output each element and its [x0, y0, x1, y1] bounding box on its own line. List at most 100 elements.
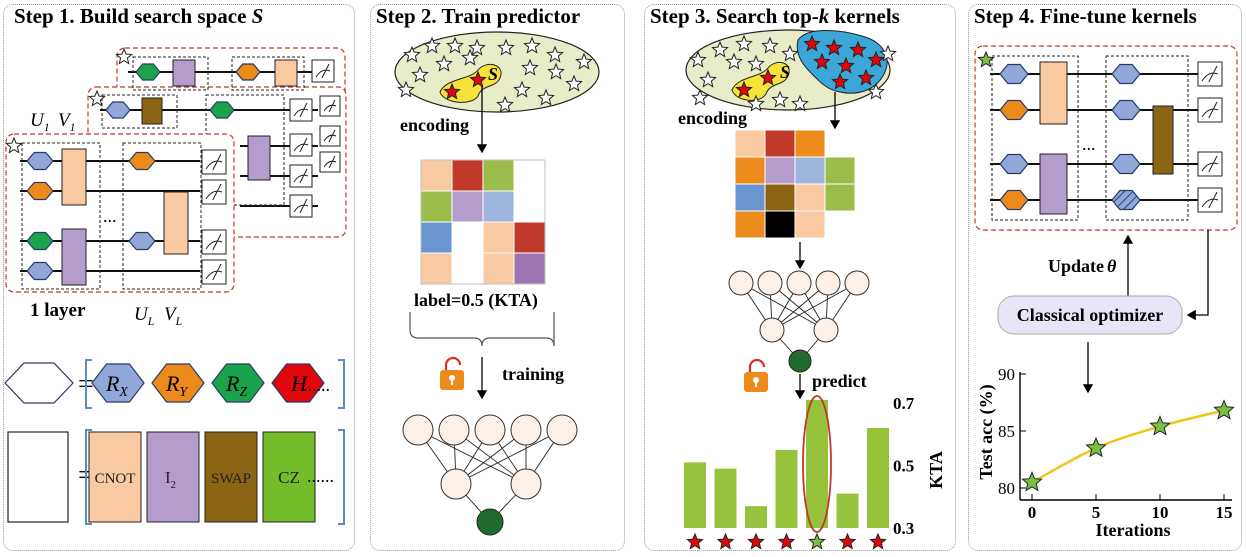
- finetune-gate-rx-1: [999, 63, 1029, 85]
- space3-star-0: [689, 50, 707, 68]
- kta-bar-star-1: [716, 532, 735, 550]
- topk-star-5: [837, 56, 855, 74]
- nn3-input-node-3: [815, 270, 841, 296]
- kta-bar-star-6: [869, 532, 887, 550]
- update-theta: θ: [1107, 256, 1117, 276]
- card2-meter-4-needle: [299, 198, 308, 214]
- kta-axis-label: KTA: [926, 451, 946, 489]
- space3-star-7: [781, 44, 799, 62]
- topk-star-2: [849, 40, 867, 58]
- encoding-cell-0-2: [482, 159, 515, 192]
- legend-gate-box-0: [88, 431, 142, 523]
- nn3-hidden-node-1: [813, 317, 839, 343]
- space-star-7: [411, 65, 429, 83]
- card3-meter-3-needle: [328, 129, 336, 143]
- space-star-13: [397, 80, 415, 98]
- card2-gate-swap: [141, 97, 163, 125]
- legend-hexagon-placeholder: [4, 362, 74, 404]
- card3-meter-4-needle: [328, 155, 336, 169]
- nn-input-node-2: [474, 414, 506, 446]
- legend-gate-label-0-sub: X: [118, 384, 128, 399]
- label-vL-sub: L: [175, 315, 183, 328]
- card3-gate-cnot: [274, 59, 298, 87]
- kta-bar-1: [714, 468, 737, 528]
- encoding3-cell-2-0: [734, 183, 766, 212]
- nn3-hidden-node-0: [759, 317, 785, 343]
- topk-star-1: [825, 38, 843, 56]
- label-text: label=0.5 (KTA): [414, 290, 538, 311]
- card3-star: [115, 47, 133, 65]
- finetune-gate-rx-5: [1111, 153, 1141, 175]
- encoding3-cell-3-1: [764, 210, 796, 239]
- encoding3-cell-2-3: [824, 183, 856, 212]
- lock-icon-shackle: [444, 356, 462, 370]
- encoding-cell-3-3: [513, 252, 546, 285]
- predict-label: predict: [812, 371, 867, 391]
- lock-icon-keyslot: [451, 378, 453, 385]
- classical-optimizer-box: [997, 295, 1183, 335]
- legend-bracket-left-1: [85, 359, 92, 409]
- acc-y-label: Test acc (%): [976, 384, 997, 479]
- legend-gate-label-0: RX: [105, 371, 128, 399]
- acc-xtick-2: 10: [1152, 503, 1169, 522]
- encoding3-cell-1-2: [794, 156, 826, 185]
- encoding-cell-0-3: [513, 159, 546, 192]
- card1-layer-box-1: [21, 142, 101, 290]
- legend-gate-box-label-3: CZ: [278, 468, 300, 487]
- space-star-10: [547, 62, 565, 80]
- card3-meter-3-arc: [323, 134, 337, 142]
- card2-meter-3-needle: [299, 168, 308, 184]
- encoding3-cell-1-0: [734, 156, 766, 185]
- space3-star-2: [735, 34, 753, 52]
- kta-tick-0: 0.7: [893, 394, 915, 413]
- kta-bar-2: [745, 506, 767, 528]
- card1-meter-3-arc: [205, 240, 223, 250]
- nn-input-node-1: [438, 414, 470, 446]
- classical-optimizer-label: Classical optimizer: [1017, 305, 1163, 325]
- kta-bar-star-4: [808, 532, 826, 550]
- sampled3-star-1: [735, 80, 753, 98]
- finetune-layer-box-1: [991, 55, 1079, 221]
- legend-gate-box-label-1-main: I: [165, 468, 171, 487]
- step3-title-text: Step 3. Search top-: [650, 4, 819, 28]
- legend-gate-label-1-sub: Y: [179, 384, 188, 399]
- step4-panel: [968, 4, 1242, 551]
- space3-star-4: [699, 70, 717, 88]
- nn-output-node: [476, 508, 504, 536]
- encoding3-label: encoding: [678, 108, 747, 128]
- topk-star-6: [857, 68, 875, 86]
- card1-meter-4-needle: [212, 263, 222, 281]
- card1-meter-2-arc: [205, 190, 223, 200]
- finetune-gate-swap: [1152, 105, 1174, 175]
- encoding-cell-1-3: [513, 190, 546, 223]
- card3-meter-1-arc: [315, 69, 331, 78]
- nn3-input-node-1: [757, 270, 783, 296]
- legend-gate-label-1-main: R: [165, 371, 180, 396]
- label-uL-sub: L: [147, 315, 155, 328]
- legend-gate-label-2: RZ: [225, 371, 247, 399]
- space-star-14: [513, 80, 531, 98]
- nn-hidden-node-1: [510, 468, 542, 500]
- legend-gate-label-3-main: H: [290, 371, 308, 396]
- label-brace: [409, 312, 555, 347]
- acc-ytick-1: 85: [998, 422, 1015, 441]
- card3-meter-2-arc: [323, 104, 337, 112]
- finetune-meter-4-needle: [1208, 191, 1218, 209]
- encoding-cell-1-0: [420, 190, 453, 223]
- legend-bracket-right-1: [338, 359, 345, 409]
- kta-bar-4: [806, 399, 828, 528]
- card2-gate-rz: [209, 101, 235, 119]
- card1-layer-box-2: [122, 142, 202, 290]
- step2-title: Step 2. Train predictor: [376, 4, 581, 28]
- space3-star-12: [867, 82, 885, 100]
- card2-star: [88, 89, 106, 107]
- legend-gate-label-2-main: R: [225, 371, 240, 396]
- finetune-layer-box-2: [1105, 55, 1189, 221]
- legend-gate-label-2-sub: Z: [239, 384, 247, 399]
- nn3-input-node-2: [786, 270, 812, 296]
- card1-dots: ...: [103, 206, 117, 226]
- legend-gate-h: [271, 363, 325, 403]
- topk-star-0: [803, 34, 821, 52]
